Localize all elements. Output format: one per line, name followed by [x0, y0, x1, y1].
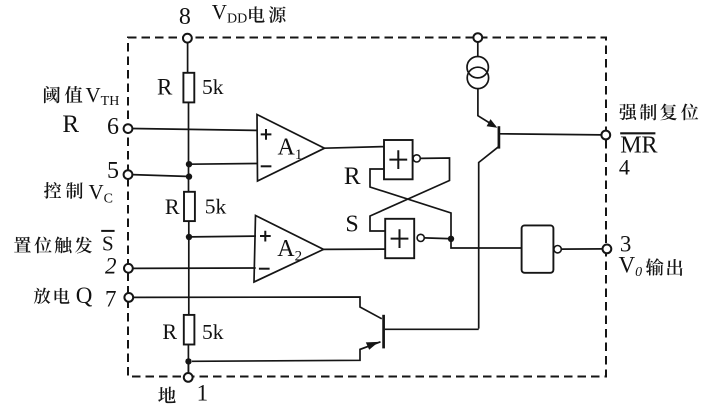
svg-text:5k: 5k — [202, 75, 224, 99]
svg-text:2: 2 — [105, 253, 117, 278]
svg-text:R: R — [62, 111, 79, 138]
svg-text:R: R — [157, 74, 173, 99]
svg-text:5k: 5k — [202, 320, 224, 344]
svg-text:5k: 5k — [205, 195, 227, 219]
svg-text:VC: VC — [89, 180, 114, 206]
svg-text:Q: Q — [76, 283, 93, 308]
svg-text:8: 8 — [179, 4, 191, 30]
svg-text:S: S — [345, 211, 358, 237]
svg-text:1: 1 — [197, 381, 209, 406]
svg-text:6: 6 — [107, 114, 119, 140]
svg-text:7: 7 — [105, 287, 117, 312]
svg-text:R: R — [344, 163, 361, 190]
svg-text:4: 4 — [619, 154, 630, 179]
svg-text:3: 3 — [620, 231, 632, 256]
svg-text:R: R — [162, 319, 177, 344]
svg-text:5: 5 — [107, 158, 119, 184]
svg-text:R: R — [165, 194, 180, 219]
svg-text:MR: MR — [620, 133, 657, 159]
svg-text:S: S — [102, 231, 114, 255]
